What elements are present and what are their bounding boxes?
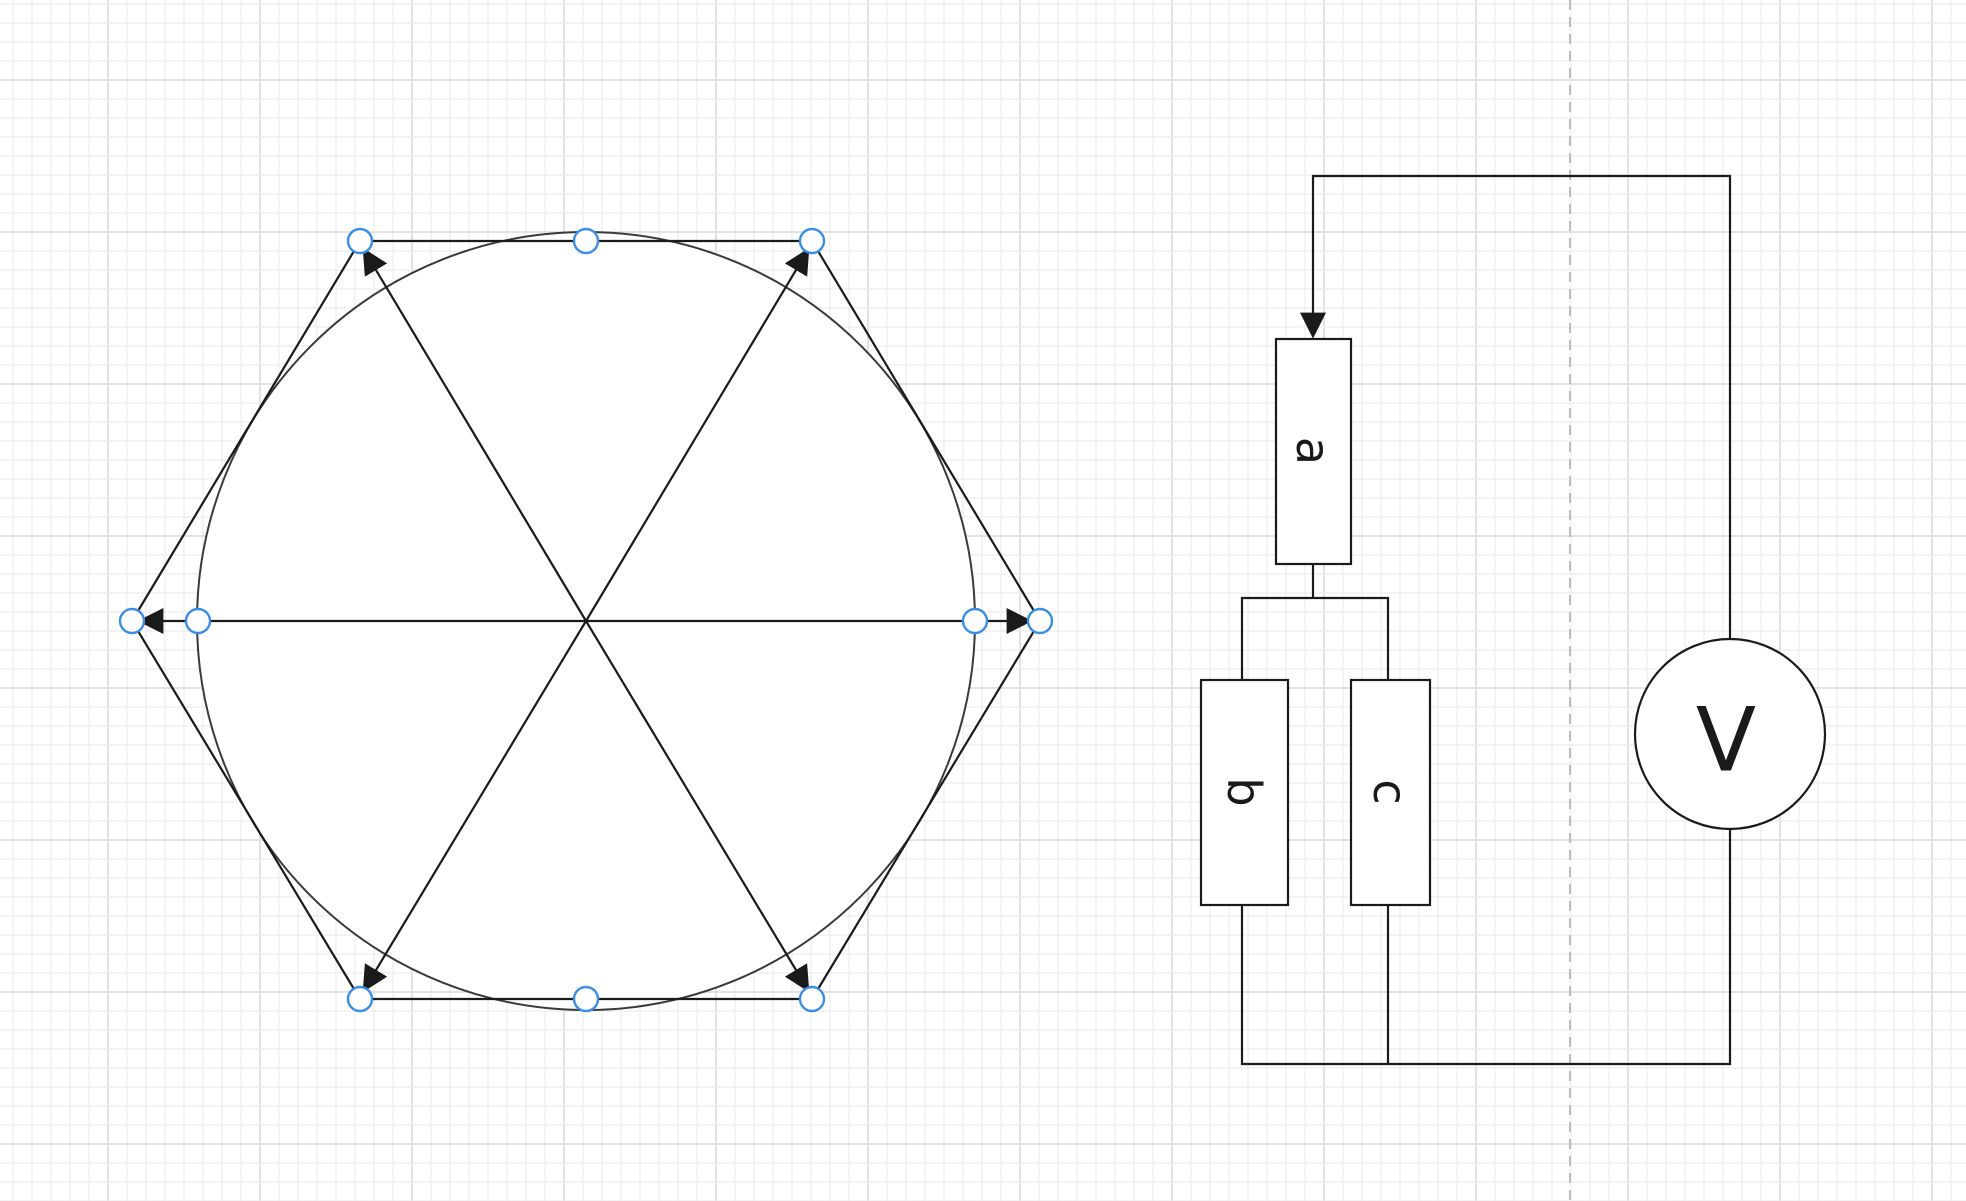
selection-handle-icon[interactable] [798, 985, 826, 1013]
circuit-diagram[interactable]: a b c V [1199, 174, 1827, 1066]
resistor-b[interactable]: b [1199, 678, 1290, 907]
resistor-c[interactable]: c [1349, 678, 1432, 907]
selection-handle-icon[interactable] [961, 607, 989, 635]
wire-junction-split[interactable] [1240, 596, 1390, 680]
vector-arrow-upper-left[interactable] [362, 247, 587, 622]
resistor-b-label: b [1217, 777, 1271, 806]
hexagon-side-upper-left[interactable] [131, 240, 361, 622]
vector-arrow-upper-right[interactable] [585, 247, 810, 622]
selection-handle-icon[interactable] [572, 227, 600, 255]
selection-handle-icon[interactable] [572, 985, 600, 1013]
wire-top-loop[interactable] [1300, 174, 1732, 775]
selection-handle-icon[interactable] [798, 227, 826, 255]
selection-handle-icon[interactable] [1026, 607, 1054, 635]
selection-handle-icon[interactable] [118, 607, 146, 635]
hexagon-vector-diagram[interactable] [118, 227, 1054, 1013]
resistor-a[interactable]: a [1274, 337, 1353, 566]
voltmeter[interactable]: V [1633, 637, 1827, 831]
wire-b-to-bottom[interactable] [1240, 829, 1732, 1066]
selection-handle-icon[interactable] [184, 607, 212, 635]
voltmeter-label: V [1696, 689, 1756, 792]
hexagon-side-lower-left[interactable] [131, 620, 361, 1000]
resistor-a-label: a [1286, 437, 1340, 465]
hexagon-side-lower-right[interactable] [811, 620, 1041, 1000]
resistor-c-label: c [1363, 779, 1417, 804]
selection-handle-icon[interactable] [346, 985, 374, 1013]
vector-arrow-lower-right[interactable] [585, 620, 810, 993]
selection-handles[interactable] [118, 227, 1054, 1013]
hexagon-side-upper-right[interactable] [811, 240, 1041, 622]
selection-handle-icon[interactable] [346, 227, 374, 255]
vector-arrow-lower-left[interactable] [362, 620, 587, 993]
